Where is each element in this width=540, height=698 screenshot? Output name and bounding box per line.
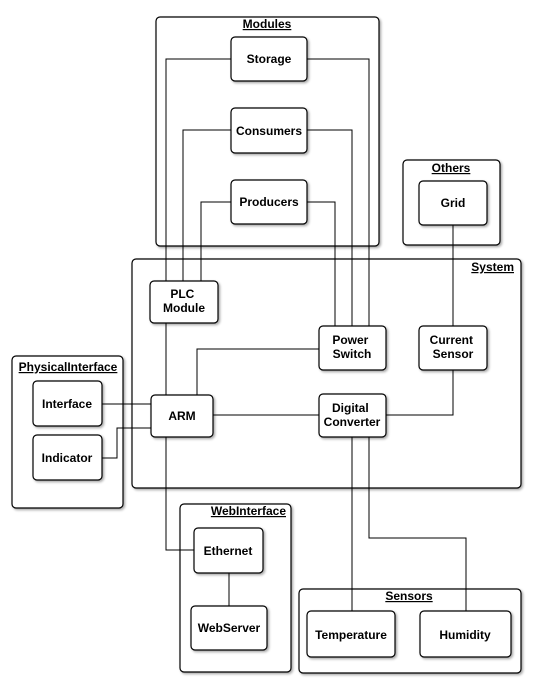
connector-indicator-arm (102, 427, 151, 459)
node-webserver-label: WebServer (198, 621, 261, 635)
node-indicator-label: Indicator (42, 451, 93, 465)
node-arm-label: ARM (168, 409, 195, 423)
group-physical-interface-title: PhysicalInterface (19, 360, 118, 374)
group-modules-title: Modules (243, 17, 292, 31)
connector-current-sensor-digital-converter (386, 370, 454, 416)
node-plc-module-label-line-2: Module (163, 301, 205, 315)
connector-arm-ethernet (165, 437, 194, 551)
node-current-sensor-label: Current Sensor (430, 333, 477, 361)
group-physical-interface: PhysicalInterface (11, 355, 124, 509)
node-humidity[interactable]: Humidity (419, 610, 512, 658)
connector-producers-plc (200, 201, 231, 281)
node-power-switch-label-line-1: Power (332, 333, 368, 347)
connectors (102, 58, 467, 611)
node-power-switch-label-line-2: Switch (333, 347, 372, 361)
node-webserver[interactable]: WebServer (190, 605, 268, 651)
node-producers-label: Producers (239, 195, 299, 209)
node-digital-converter-label-line-2: Converter (324, 415, 381, 429)
node-grid[interactable]: Grid (418, 180, 488, 226)
node-consumers[interactable]: Consumers (230, 107, 308, 154)
connector-consumers-power-switch (307, 129, 353, 326)
connector-storage-plc (165, 58, 231, 281)
node-storage[interactable]: Storage (230, 36, 308, 82)
connector-digital-converter-humidity (368, 437, 467, 611)
node-ethernet[interactable]: Ethernet (193, 527, 264, 574)
node-consumers-label: Consumers (236, 124, 302, 138)
group-others-title: Others (432, 161, 471, 175)
node-digital-converter-label: Digital Converter (324, 401, 381, 429)
node-plc-module-label-line-1: PLC (170, 287, 194, 301)
connector-consumers-plc (182, 129, 231, 281)
group-system-title: System (471, 260, 514, 274)
node-storage-label: Storage (247, 52, 292, 66)
node-indicator[interactable]: Indicator (32, 434, 103, 481)
node-current-sensor[interactable]: Current Sensor (418, 325, 488, 371)
group-sensors-title: Sensors (385, 589, 433, 603)
node-digital-converter-label-line-1: Digital (332, 401, 369, 415)
node-plc-module[interactable]: PLC Module (149, 280, 219, 324)
node-current-sensor-label-line-2: Sensor (433, 347, 474, 361)
group-system: System (131, 258, 522, 489)
node-interface[interactable]: Interface (32, 380, 103, 427)
node-plc-module-label: PLC Module (163, 287, 205, 315)
node-grid-label: Grid (441, 196, 466, 210)
connector-producers-power-switch (307, 201, 336, 326)
connector-power-switch-arm (196, 348, 319, 395)
node-power-switch[interactable]: Power Switch (318, 325, 387, 371)
node-temperature[interactable]: Temperature (306, 610, 396, 658)
node-interface-label: Interface (42, 397, 92, 411)
node-producers[interactable]: Producers (230, 179, 308, 225)
group-web-interface-title: WebInterface (211, 504, 286, 518)
node-digital-converter[interactable]: Digital Converter (318, 393, 387, 438)
node-current-sensor-label-line-1: Current (430, 333, 473, 347)
node-humidity-label: Humidity (439, 628, 491, 642)
connector-storage-power-switch (307, 58, 370, 326)
node-power-switch-label: Power Switch (332, 333, 371, 361)
node-arm[interactable]: ARM (150, 394, 214, 438)
node-ethernet-label: Ethernet (204, 544, 253, 558)
node-temperature-label: Temperature (315, 628, 387, 642)
